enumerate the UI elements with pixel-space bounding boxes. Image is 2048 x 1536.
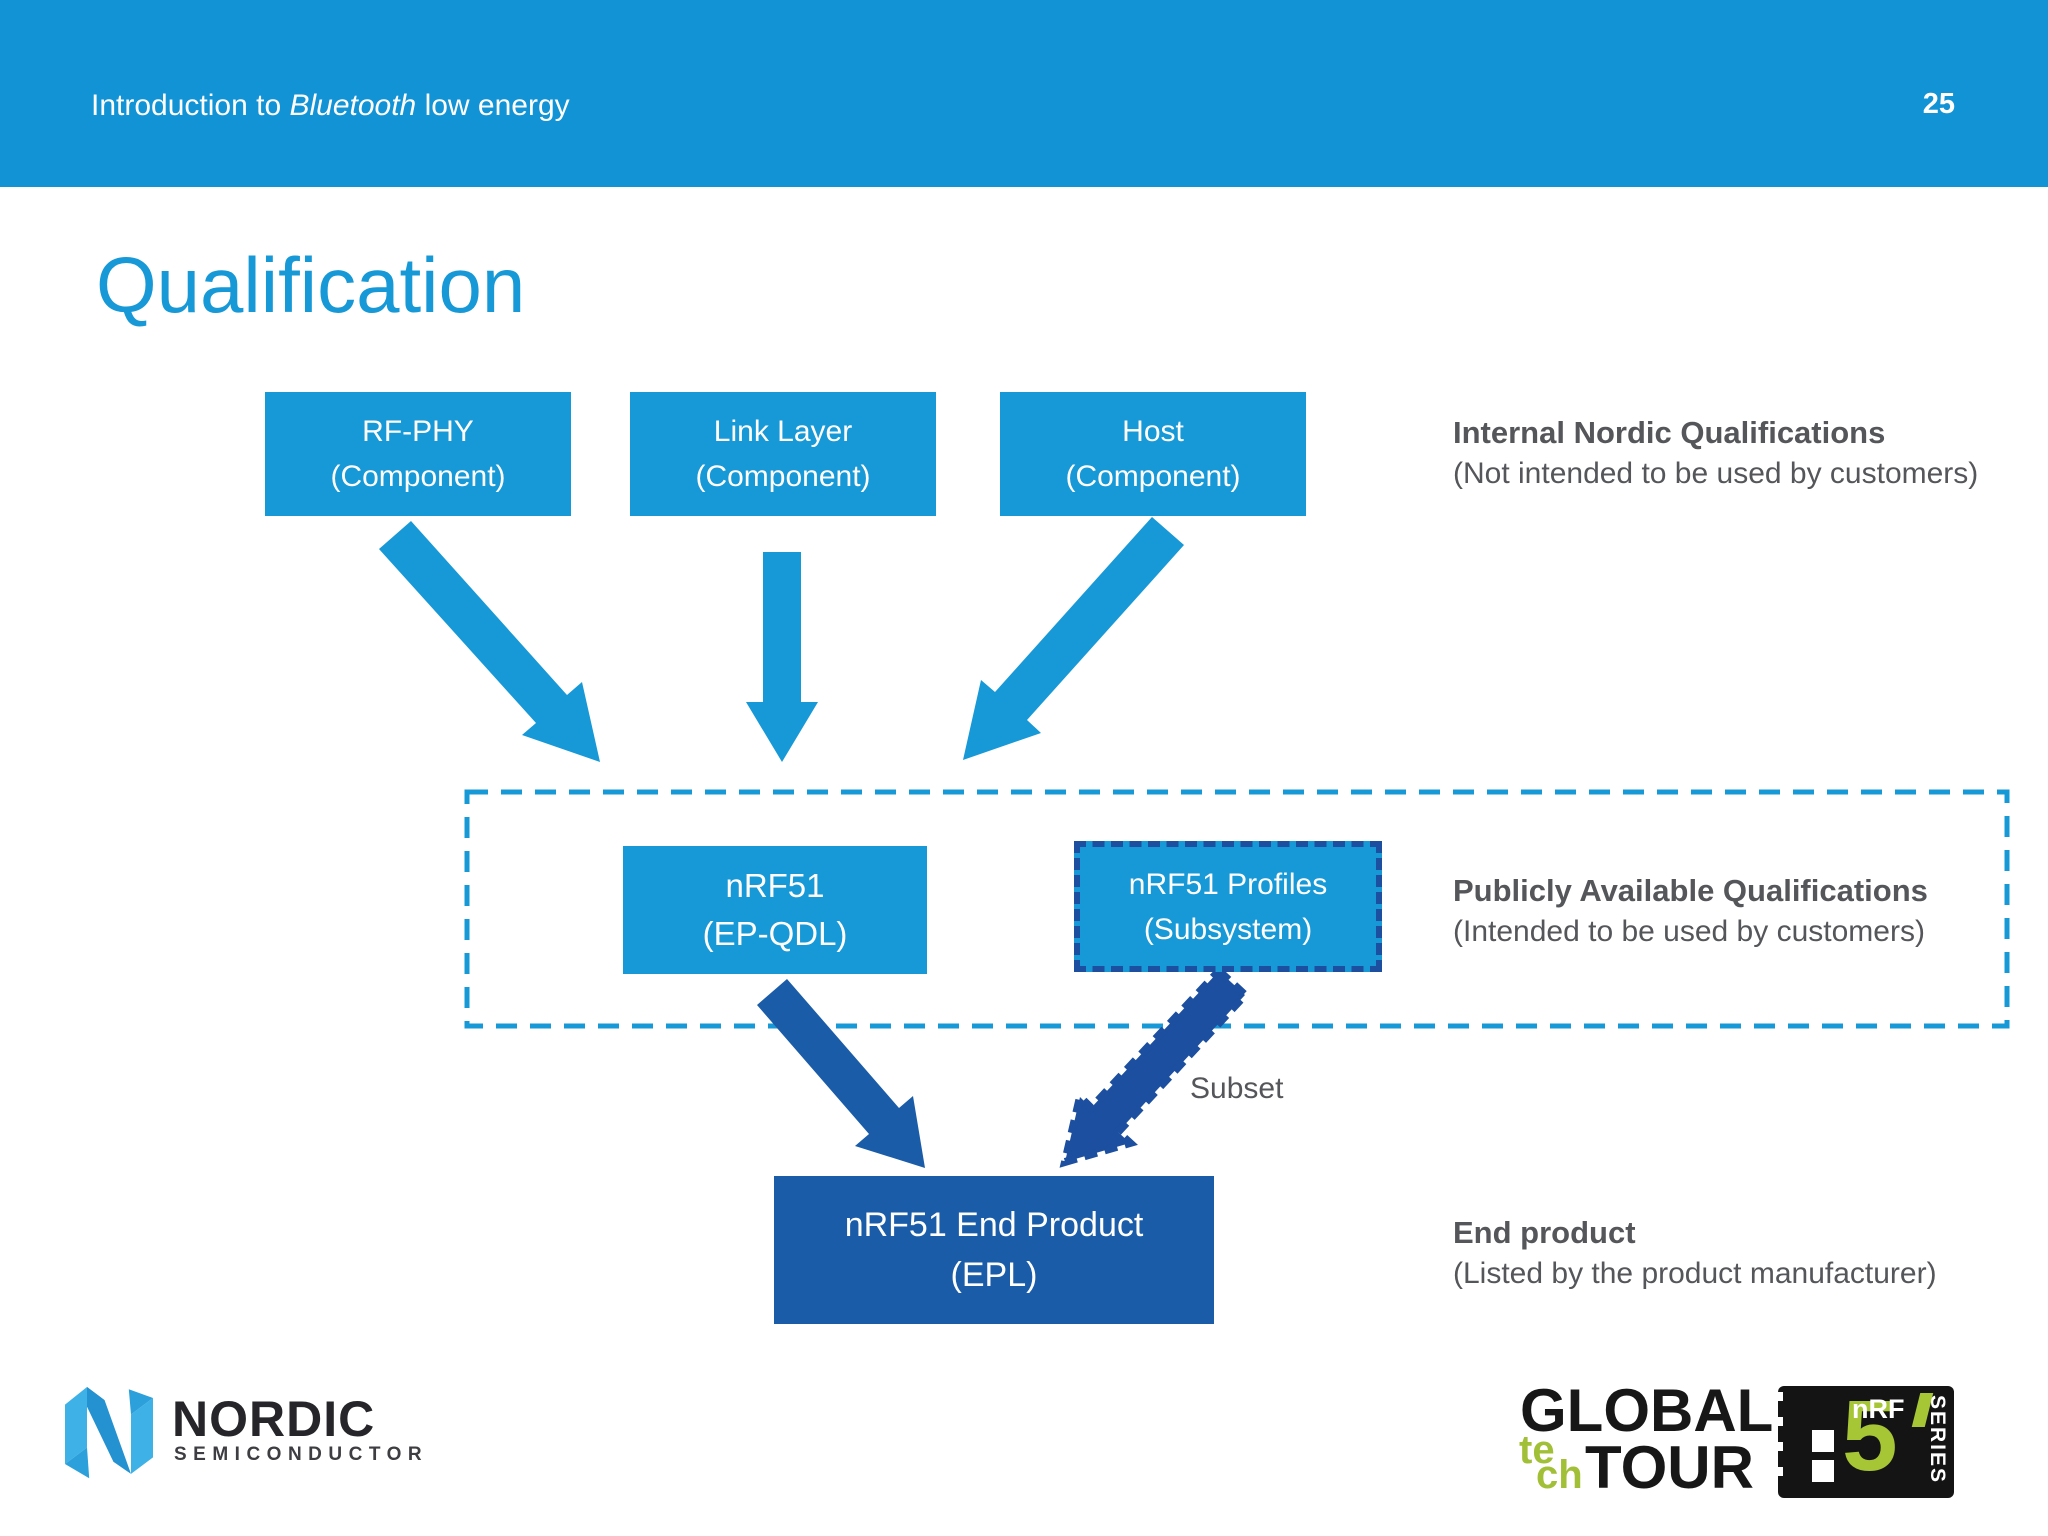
- globaltechtour-global: GLOBAL: [1520, 1377, 1774, 1444]
- badge-five: 5: [1842, 1380, 1898, 1492]
- linklayer-component-box: Link Layer (Component): [630, 392, 936, 516]
- rfphy-box-line1: RF-PHY: [362, 415, 474, 448]
- nrf51-series-badge: 5 nRF SERIES: [1774, 1380, 1954, 1498]
- arrow-rfphy-to-qdl-icon: [379, 521, 600, 762]
- host-box-line1: Host: [1122, 415, 1184, 448]
- globaltechtour-ch: ch: [1536, 1453, 1583, 1497]
- nordic-wordmark: NORDIC: [172, 1391, 376, 1447]
- globaltechtour-tour: TOUR: [1585, 1434, 1754, 1501]
- arrow-qdl-to-endproduct-icon: [757, 979, 925, 1168]
- arrow-profiles-to-endproduct-dashed-icon: [1059, 965, 1251, 1168]
- annotation-end-detail: (Listed by the product manufacturer): [1453, 1257, 1937, 1290]
- end-product-box: nRF51 End Product (EPL): [774, 1176, 1214, 1324]
- rfphy-component-box: RF-PHY (Component): [265, 392, 571, 516]
- nrf51-epqdl-line2: (EP-QDL): [702, 915, 848, 952]
- nordic-n-icon: [65, 1387, 153, 1479]
- nrf51-profiles-box: nRF51 Profiles (Subsystem): [1074, 841, 1382, 972]
- annotation-end-product: End product (Listed by the product manuf…: [1453, 1212, 1937, 1294]
- globaltechtour-te: te: [1519, 1428, 1555, 1472]
- globaltechtour-logo: GLOBAL te ch TOUR: [1519, 1376, 1779, 1501]
- nrf51-profiles-line2: (Subsystem): [1143, 912, 1313, 946]
- nrf51-epqdl-box: nRF51 (EP-QDL): [623, 846, 927, 974]
- end-product-line2: (EPL): [950, 1256, 1038, 1294]
- linklayer-box-line2: (Component): [695, 460, 871, 493]
- nordic-logo: NORDIC SEMICONDUCTOR: [54, 1372, 504, 1492]
- header-title-italic: Bluetooth: [289, 89, 417, 122]
- host-component-box: Host (Component): [1000, 392, 1306, 516]
- end-product-line1: nRF51 End Product: [844, 1206, 1144, 1244]
- nordic-wordmark-subtitle: SEMICONDUCTOR: [174, 1444, 429, 1465]
- header-title: Introduction to Bluetooth low energy: [91, 89, 570, 123]
- rfphy-box-line2: (Component): [330, 460, 506, 493]
- header-bar: Introduction to Bluetooth low energy 25: [0, 0, 2048, 187]
- header-title-suffix: low energy: [416, 89, 570, 122]
- badge-series: SERIES: [1926, 1395, 1949, 1485]
- arrow-host-to-qdl-icon: [963, 517, 1184, 760]
- nrf51-epqdl-line1: nRF51: [725, 867, 825, 904]
- linklayer-box-line1: Link Layer: [713, 415, 853, 448]
- page-number: 25: [1922, 88, 1955, 120]
- badge-square-bottom-icon: [1812, 1460, 1834, 1482]
- arrow-linklayer-to-qdl-icon: [746, 552, 818, 762]
- annotation-internal-detail: (Not intended to be used by customers): [1453, 457, 1979, 490]
- subset-label: Subset: [1190, 1072, 1284, 1105]
- host-box-line2: (Component): [1065, 460, 1241, 493]
- annotation-public-qualifications: Publicly Available Qualifications (Inten…: [1453, 870, 1928, 952]
- header-title-prefix: Introduction to: [91, 89, 290, 122]
- annotation-end-title: End product: [1453, 1215, 1636, 1250]
- badge-perforation-icon: [1774, 1392, 1783, 1492]
- annotation-internal-qualifications: Internal Nordic Qualifications (Not inte…: [1453, 412, 1978, 494]
- badge-nrf: nRF: [1852, 1394, 1905, 1424]
- nrf51-profiles-line1: nRF51 Profiles: [1128, 867, 1328, 901]
- annotation-public-detail: (Intended to be used by customers): [1453, 915, 1925, 948]
- badge-square-top-icon: [1812, 1430, 1834, 1452]
- slide-title: Qualification: [96, 241, 526, 329]
- annotation-public-title: Publicly Available Qualifications: [1453, 873, 1928, 908]
- annotation-internal-title: Internal Nordic Qualifications: [1453, 415, 1886, 450]
